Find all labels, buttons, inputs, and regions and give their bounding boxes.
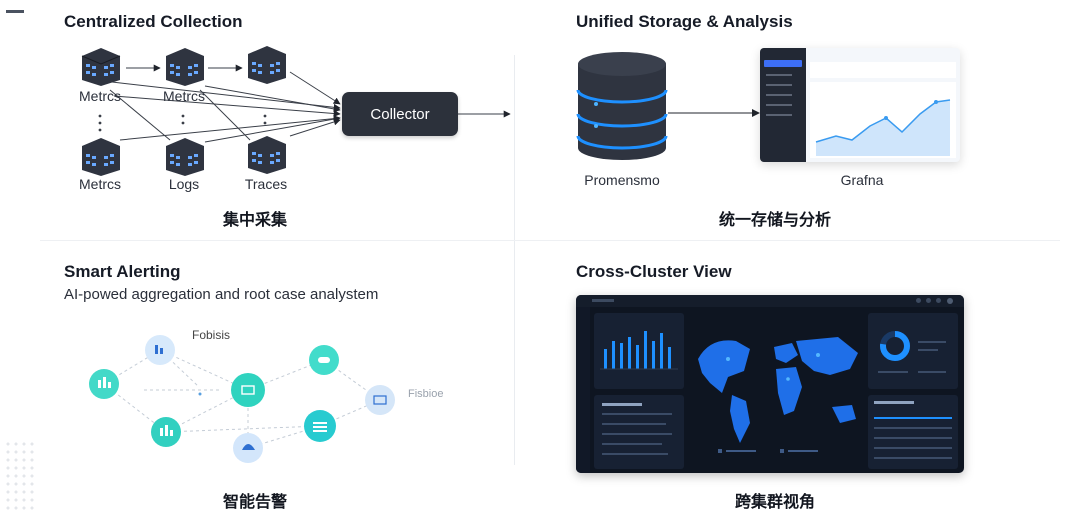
prometheus-label: Promensmo — [584, 172, 660, 188]
list-panel-right — [868, 395, 958, 469]
server-rack-icon — [166, 138, 204, 176]
cross-cluster-title: Cross-Cluster View — [576, 262, 732, 281]
alerting-caption-zh: 智能告警 — [222, 494, 287, 511]
collection-caption-zh: 集中采集 — [222, 212, 287, 229]
centralized-collection-title: Centralized Collection — [64, 12, 243, 31]
menu-bar-icon — [6, 10, 24, 13]
database-icon — [576, 52, 668, 160]
graph-label-top: Fobisis — [192, 328, 231, 342]
node-label-metrics-2: Metrcs — [163, 88, 205, 104]
server-rack-icon — [248, 46, 286, 84]
grafana-label: Grafna — [840, 172, 884, 188]
donut-chart-panel — [868, 313, 958, 389]
horizontal-divider — [40, 240, 1060, 241]
server-rack-icon — [82, 138, 120, 176]
graph-label-right: Fisbioe — [408, 388, 444, 400]
server-rack-icon — [248, 136, 286, 174]
cluster-dashboard — [576, 295, 964, 473]
server-rack-icon — [166, 48, 204, 86]
node-label-traces: Traces — [244, 176, 288, 192]
smart-alerting-subtitle: AI-powed aggregation and root case analy… — [64, 286, 379, 303]
cluster-caption-zh: 跨集群视角 — [734, 494, 815, 511]
bar-chart-panel — [594, 313, 684, 389]
grafana-dashboard — [760, 48, 960, 162]
server-rack-icon — [81, 48, 121, 86]
collector-node: Collector — [342, 92, 458, 136]
smart-alerting-title: Smart Alerting — [64, 262, 181, 281]
storage-caption-zh: 统一存储与分析 — [718, 212, 831, 229]
list-panel-left — [594, 395, 684, 469]
dashboard-line-chart — [815, 99, 951, 156]
node-label-metrics-1: Metrcs — [79, 88, 121, 104]
node-label-metrics-3: Metrcs — [79, 176, 121, 192]
storage-arrow — [668, 109, 760, 117]
collection-arrows — [98, 64, 511, 143]
vertical-divider — [514, 55, 515, 465]
dashboard-nav-rail — [576, 307, 590, 473]
dashboard-topbar — [576, 295, 964, 307]
alert-correlation-graph — [89, 335, 395, 463]
unified-storage-title: Unified Storage & Analysis — [576, 12, 793, 31]
world-map — [698, 337, 858, 453]
dot-pattern — [4, 440, 34, 510]
node-label-logs: Logs — [168, 176, 200, 192]
dashboard-sidebar — [760, 48, 806, 162]
